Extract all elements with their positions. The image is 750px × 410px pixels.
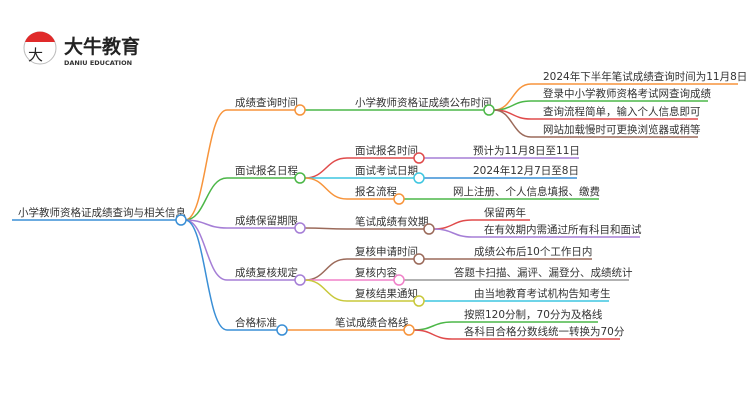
leaf-edge — [433, 228, 473, 238]
branch-edge — [184, 109, 228, 221]
branch-edge — [184, 219, 228, 281]
subbranch-node[interactable]: 复核内容 — [355, 266, 397, 279]
branch-toggle[interactable] — [294, 104, 306, 116]
branch-edge — [184, 219, 228, 229]
leaf-node[interactable]: 在有效期内需通过所有科目和面试 — [484, 223, 642, 236]
subbranch-toggle[interactable] — [423, 223, 435, 235]
leaf-node[interactable]: 登录中小学教师资格考试网查询成绩 — [543, 87, 711, 100]
subbranch-edge — [304, 279, 348, 302]
branch-node[interactable]: 成绩保留期限 — [235, 214, 298, 227]
subbranch-edge — [304, 227, 348, 230]
root-node[interactable]: 小学教师资格证成绩查询与相关信息 — [18, 206, 186, 219]
subbranch-node[interactable]: 笔试成绩合格线 — [335, 316, 409, 329]
subbranch-node[interactable]: 笔试成绩有效期 — [355, 215, 429, 228]
branch-toggle[interactable] — [294, 222, 306, 234]
subbranch-node[interactable]: 面试报名时间 — [355, 144, 418, 157]
logo-name-en: DANIU EDUCATION — [64, 59, 132, 67]
subbranch-toggle[interactable] — [483, 104, 495, 116]
subbranch-toggle[interactable] — [393, 274, 405, 286]
subbranch-edge — [304, 157, 348, 179]
subbranch-node[interactable]: 小学教师资格证成绩公布时间 — [355, 96, 492, 109]
branch-toggle[interactable] — [294, 172, 306, 184]
subbranch-toggle[interactable] — [413, 152, 425, 164]
leaf-node[interactable]: 网上注册、个人信息填报、缴费 — [453, 185, 600, 198]
leaf-node[interactable]: 2024年下半年笔试成绩查询时间为11月8日 — [543, 70, 747, 83]
branch-node[interactable]: 成绩查询时间 — [235, 96, 298, 109]
subbranch-node[interactable]: 复核结果通知 — [355, 287, 418, 300]
subbranch-toggle[interactable] — [393, 193, 405, 205]
branch-edge — [184, 177, 228, 221]
leaf-node[interactable]: 由当地教育考试机构告知考生 — [474, 287, 611, 300]
branch-node[interactable]: 面试报名日程 — [235, 164, 298, 177]
subbranch-toggle[interactable] — [413, 172, 425, 184]
leaf-node[interactable]: 按照120分制，70分为及格线 — [464, 308, 603, 321]
branch-toggle[interactable] — [276, 324, 288, 336]
subbranch-toggle[interactable] — [413, 295, 425, 307]
branch-node[interactable]: 合格标准 — [235, 316, 277, 329]
leaf-edge — [493, 109, 532, 138]
leaf-edge — [433, 219, 473, 230]
leaf-node[interactable]: 2024年12月7日至8日 — [473, 164, 579, 177]
leaf-node[interactable]: 保留两年 — [484, 206, 526, 219]
subbranch-node[interactable]: 复核申请时间 — [355, 245, 418, 258]
leaf-node[interactable]: 成绩公布后10个工作日内 — [474, 245, 592, 258]
leaf-node[interactable]: 各科目合格分数线统一转换为70分 — [464, 325, 625, 338]
subbranch-node[interactable]: 面试考试日期 — [355, 165, 418, 177]
leaf-node[interactable]: 答题卡扫描、漏评、漏登分、成绩统计 — [454, 266, 633, 279]
branch-node[interactable]: 成绩复核规定 — [235, 266, 298, 279]
leaf-edge — [413, 329, 453, 340]
subbranch-edge — [304, 258, 348, 281]
leaf-node[interactable]: 网站加载慢时可更换浏览器或稍等 — [543, 123, 701, 136]
branch-edge — [184, 219, 228, 331]
branch-toggle[interactable] — [294, 274, 306, 286]
subbranch-edge — [304, 177, 348, 200]
root-toggle[interactable] — [175, 214, 187, 226]
logo-mark: 大 — [28, 46, 43, 64]
subbranch-toggle[interactable] — [413, 253, 425, 265]
leaf-node[interactable]: 查询流程简单，输入个人信息即可 — [543, 105, 701, 118]
subbranch-node[interactable]: 报名流程 — [355, 185, 397, 198]
leaf-edge — [413, 321, 453, 331]
subbranch-toggle[interactable] — [403, 324, 415, 336]
leaf-node[interactable]: 预计为11月8日至11日 — [473, 144, 580, 157]
logo: 大 大牛教育 DANIU EDUCATION — [23, 31, 140, 67]
logo-name-cn: 大牛教育 — [64, 35, 140, 58]
